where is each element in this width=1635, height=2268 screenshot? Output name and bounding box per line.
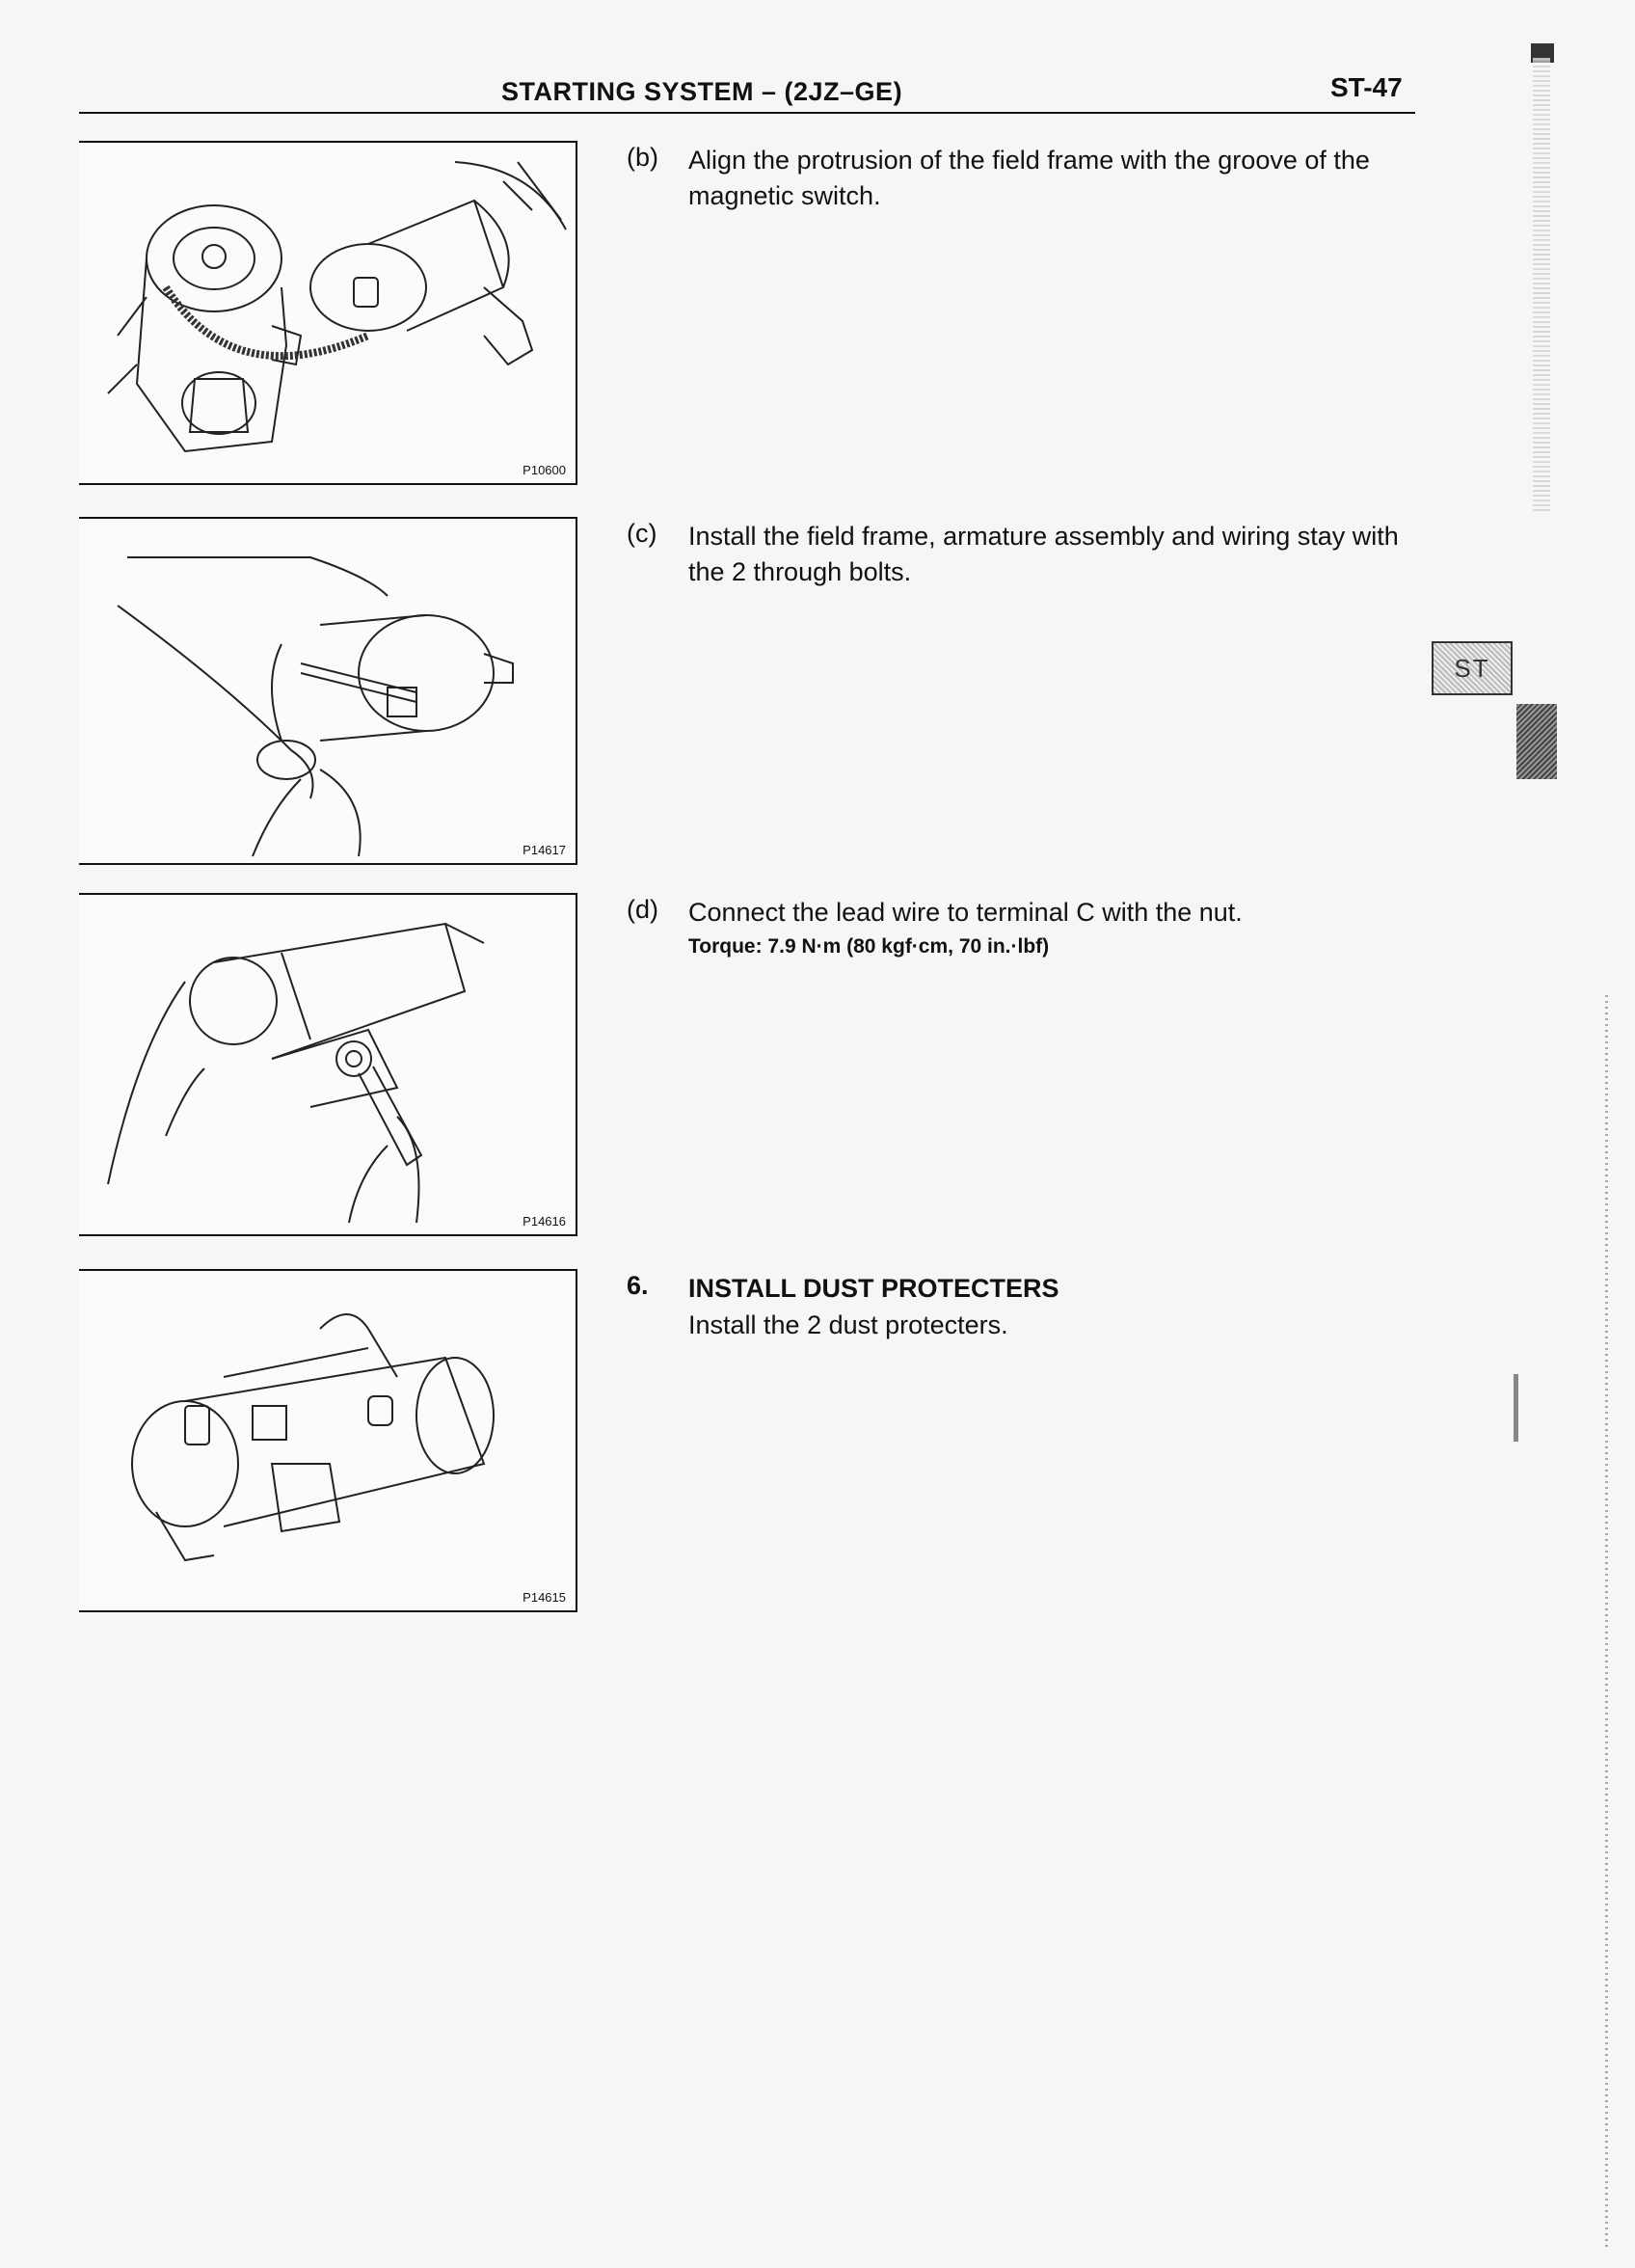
section-tab-st: ST [1432, 641, 1513, 695]
figure-code: P10600 [523, 463, 566, 477]
scan-edge-strip [1533, 58, 1550, 511]
figure-field-frame-install: P14617 [79, 517, 577, 865]
figure-code: P14615 [523, 1590, 566, 1605]
section-6: 6. INSTALL DUST PROTECTERS Install the 2… [627, 1271, 1417, 1358]
figure-code: P14616 [523, 1214, 566, 1228]
step-d: (d) Connect the lead wire to terminal C … [627, 895, 1417, 982]
figure-code: P14617 [523, 843, 566, 857]
step-b: (b) Align the protrusion of the field fr… [627, 143, 1417, 230]
illustration-starter-assembly [131, 1313, 495, 1562]
figure-magnetic-switch-alignment: P10600 [79, 141, 577, 485]
figure-lead-wire-terminal: P14616 [79, 893, 577, 1236]
page-header-title: STARTING SYSTEM – (2JZ–GE) [501, 77, 903, 106]
illustration-through-bolts [117, 556, 514, 857]
step-text: Align the protrusion of the field frame … [688, 146, 1370, 210]
header-rule [79, 112, 1415, 114]
tab-marker-block [1516, 704, 1557, 779]
scan-mark [1514, 1374, 1518, 1442]
illustration-terminal-nut [107, 922, 485, 1224]
section-text: Install the 2 dust protecters. [688, 1310, 1008, 1339]
illustration-starter-alignment [107, 161, 567, 453]
page-number: ST-47 [1330, 72, 1403, 102]
section-heading: INSTALL DUST PROTECTERS [688, 1274, 1059, 1303]
step-text: Install the field frame, armature assemb… [688, 522, 1399, 586]
step-label: (c) [627, 519, 657, 548]
step-label: (d) [627, 895, 658, 924]
step-c: (c) Install the field frame, armature as… [627, 519, 1417, 606]
torque-spec: Torque: 7.9 N·m (80 kgf·cm, 70 in.·lbf) [688, 935, 1050, 958]
figure-dust-protecters: P14615 [79, 1269, 577, 1612]
scan-dotted-edge [1605, 993, 1608, 2247]
section-number: 6. [627, 1271, 649, 1300]
step-text: Connect the lead wire to terminal C with… [688, 898, 1243, 927]
step-label: (b) [627, 143, 658, 172]
